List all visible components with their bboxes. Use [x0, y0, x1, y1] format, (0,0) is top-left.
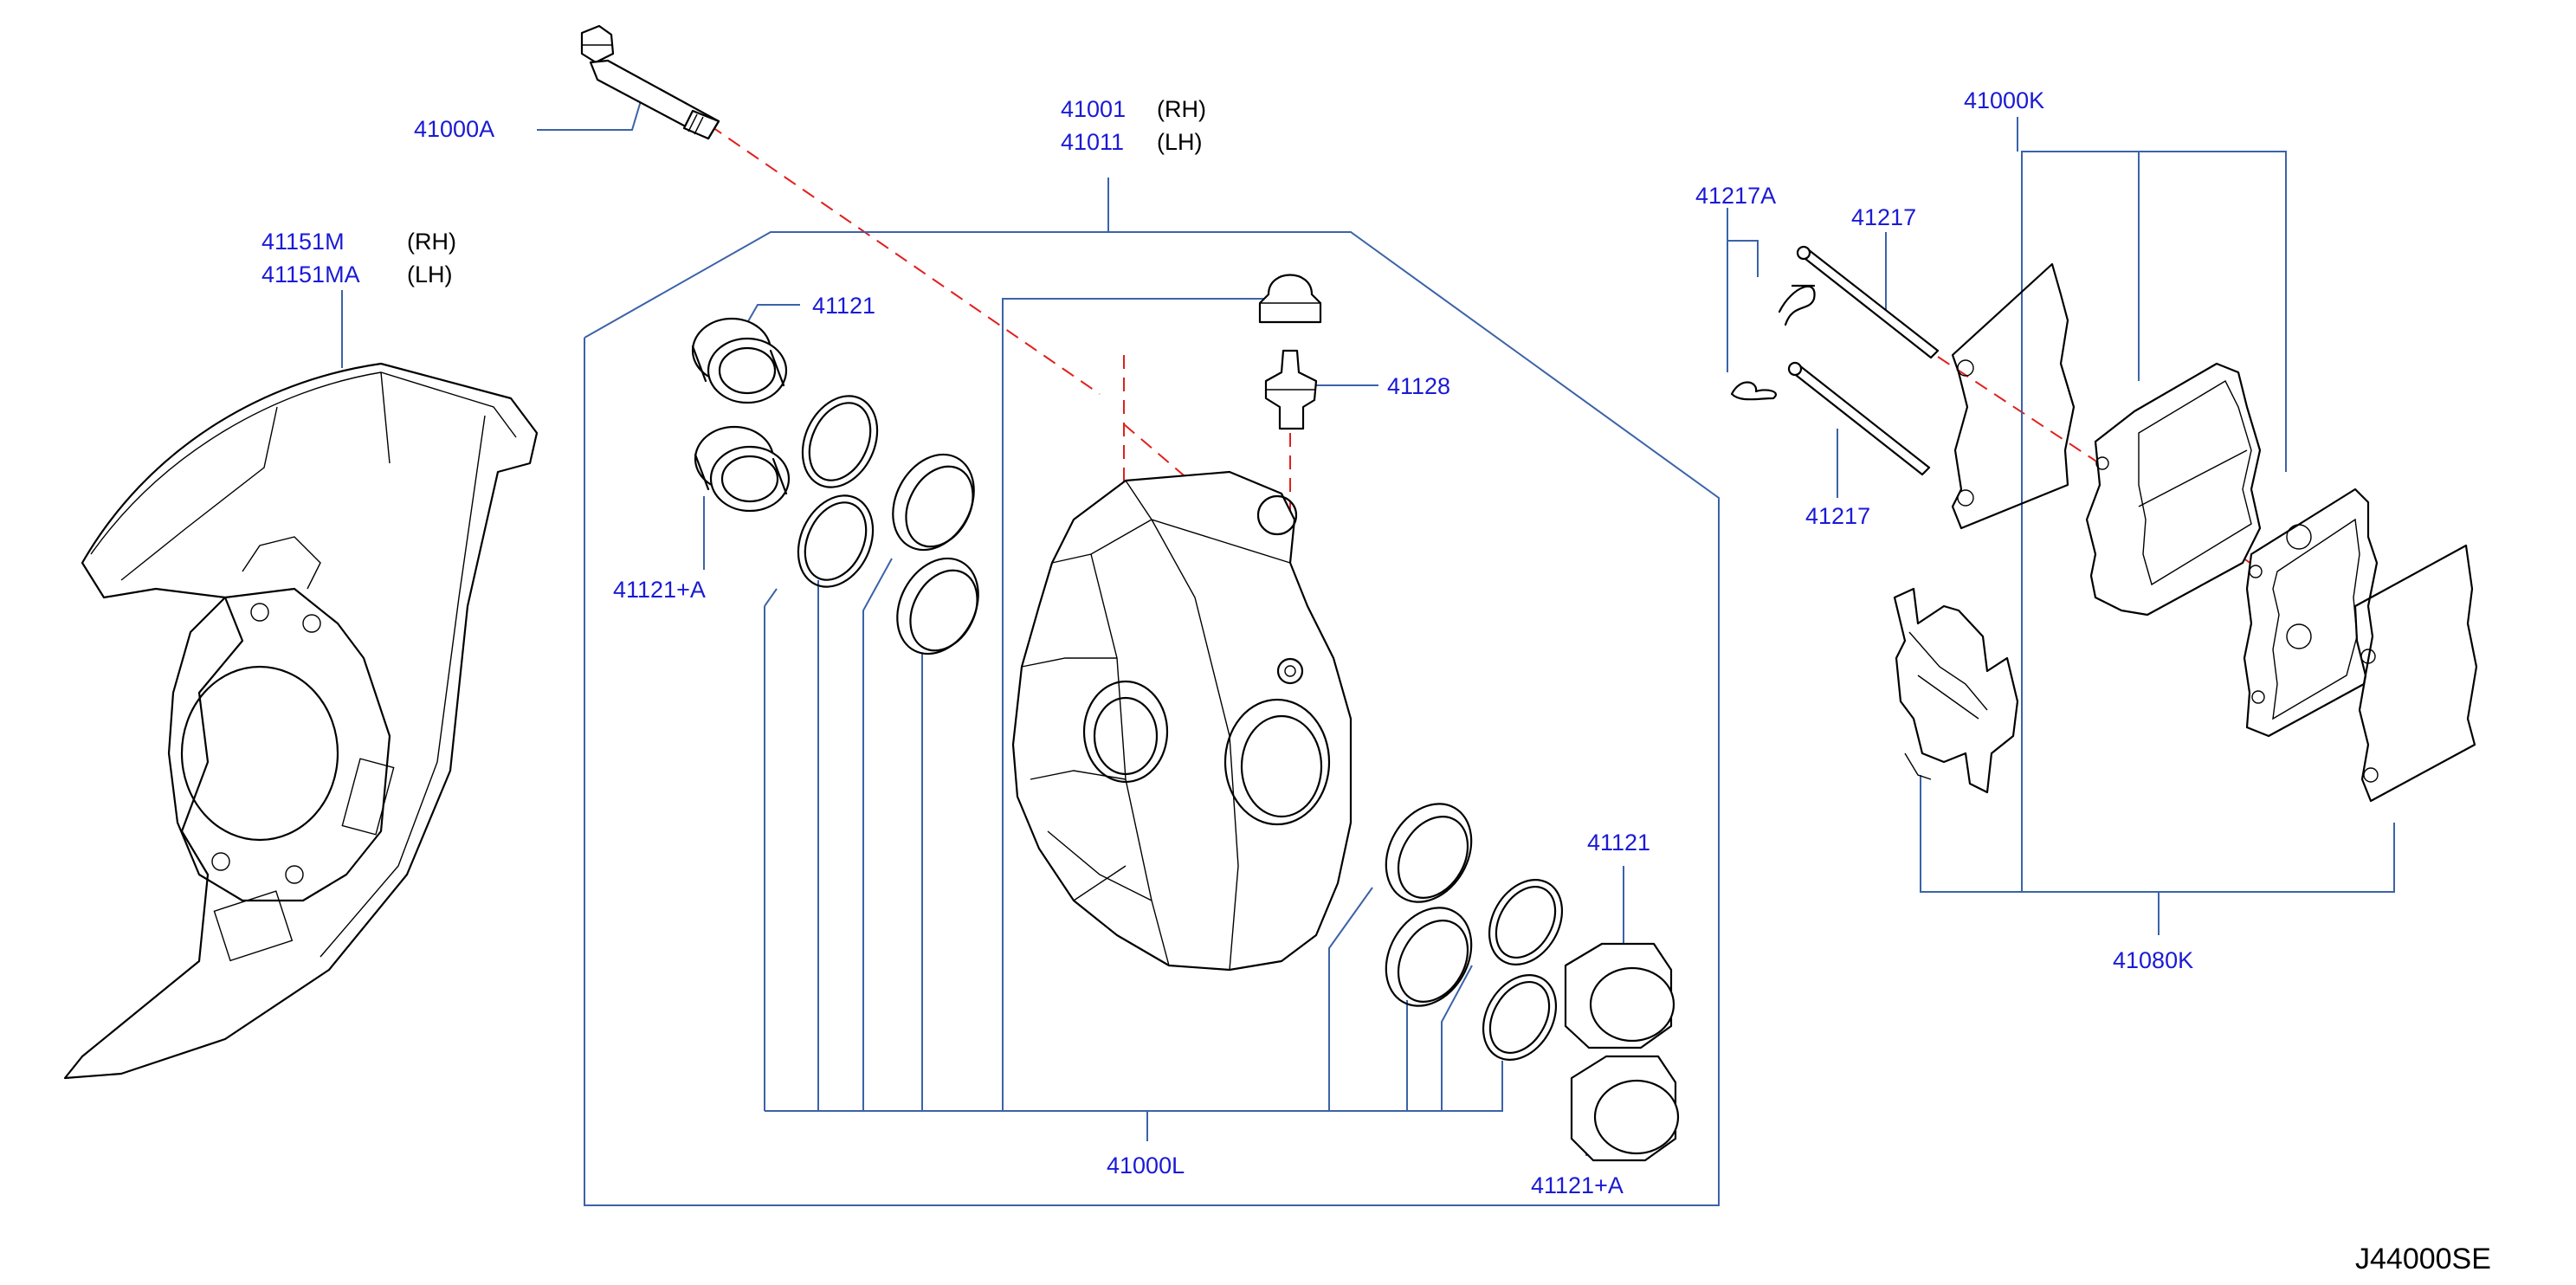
caliper-axis-box: [1123, 355, 1134, 486]
part-labels: 41000A 41001 (RH) 41011 (LH) 41151M (RH)…: [261, 87, 2491, 1275]
caliper-bolt: [580, 24, 720, 140]
bolt-axis: [709, 125, 1101, 395]
label-pin-lower: 41217: [1805, 503, 1870, 529]
seals-upper: [797, 395, 979, 655]
leader-pin-clip: [1727, 208, 1759, 277]
leader-bleeder-cap: [1002, 298, 1264, 1111]
label-pin-clip: 41217A: [1695, 183, 1776, 209]
outer-pad: [2243, 488, 2379, 738]
label-shield-rh: 41151M: [261, 229, 345, 255]
seal-kit-bracket: [765, 1061, 1503, 1112]
label-piston-upper-a: 41121+A: [613, 577, 706, 603]
label-piston-upper: 41121: [812, 293, 875, 319]
seal-kit-leg-1b: [764, 588, 778, 607]
shim-kit-bracket: [1920, 775, 2395, 893]
caliper-housing-frame: [584, 231, 1720, 1206]
pad-spring-clip: [1893, 587, 2019, 794]
seal-kit-leg-7: [1441, 965, 1473, 1111]
label-bleeder: 41128: [1387, 373, 1450, 399]
label-shim-kit: 41080K: [2113, 947, 2193, 973]
label-piston-lower-a: 41121+A: [1531, 1172, 1624, 1198]
caliper-axis-a: [1123, 423, 1196, 486]
pistons-lower: [1564, 942, 1680, 1162]
label-caliper-rh: 41001: [1061, 96, 1126, 122]
inner-pad: [2085, 362, 2262, 617]
leader-bolt: [537, 94, 643, 131]
label-pin-upper: 41217: [1851, 204, 1916, 230]
label-caliper-lh-side: (LH): [1157, 129, 1203, 155]
label-piston-lower: 41121: [1587, 830, 1650, 856]
inner-shim: [1951, 262, 2076, 530]
label-seal-kit: 41000L: [1107, 1153, 1185, 1178]
diagram-code: J44000SE: [2355, 1243, 2491, 1275]
seal-kit-leg-3: [862, 558, 893, 1111]
label-caliper-lh: 41011: [1061, 129, 1124, 155]
leader-piston-upper: [744, 304, 800, 328]
label-shield-lh: 41151MA: [261, 262, 360, 287]
pad-pins: [1787, 245, 1940, 476]
label-shield-rh-side: (RH): [407, 229, 456, 255]
leader-lines: [341, 94, 2395, 1206]
label-caliper-rh-side: (RH): [1157, 96, 1206, 122]
label-bolt: 41000A: [414, 116, 494, 142]
caliper-body: [1011, 470, 1353, 972]
bleeder-screw: [1258, 274, 1322, 430]
pistons-upper: [691, 317, 791, 513]
pin-clips: [1730, 284, 1816, 401]
outer-shim: [2353, 544, 2478, 803]
dust-shield: [63, 362, 539, 1080]
seal-kit-leg-5: [1328, 887, 1373, 1111]
label-shield-lh-side: (LH): [407, 262, 453, 287]
label-pad-kit: 41000K: [1964, 87, 2044, 113]
seals-lower: [1385, 803, 1564, 1061]
